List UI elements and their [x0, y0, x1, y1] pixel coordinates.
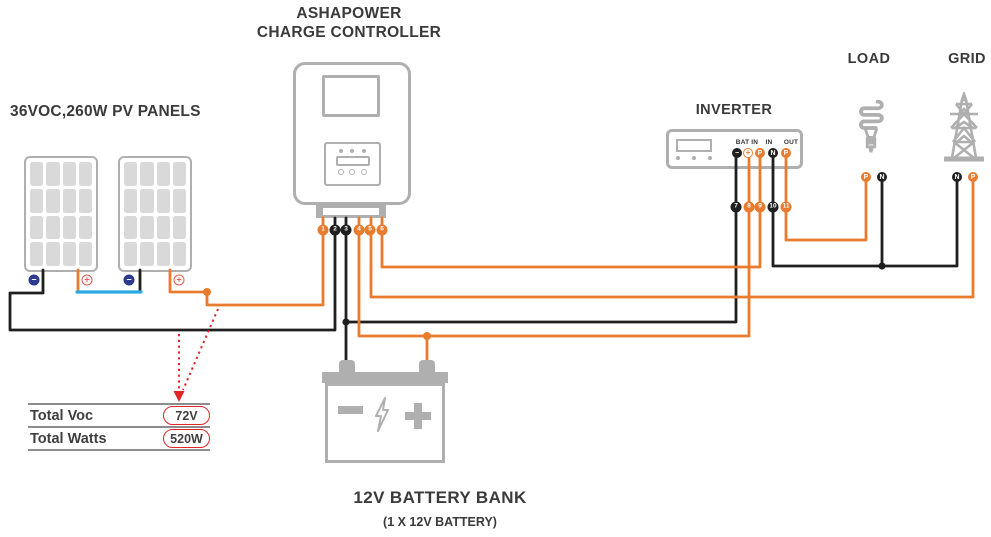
table-row: Total Watts 520W — [28, 426, 210, 449]
battery-minus-icon — [338, 406, 363, 414]
annotation-arrowhead-icon — [173, 391, 185, 402]
grid-terminal-p: P — [968, 172, 978, 182]
battery-subtitle: (1 X 12V BATTERY) — [383, 515, 497, 529]
controller-terminal-1: 1 — [317, 224, 329, 236]
battery-icon — [325, 383, 445, 463]
wire-terminal5-to-grid-p — [369, 179, 975, 299]
summary-table: Total Voc 72V Total Watts 520W — [28, 403, 210, 451]
wire-badge-10: 10 — [767, 201, 779, 213]
load-terminal-n: N — [877, 172, 887, 182]
controller-terminal-5: 5 — [364, 224, 376, 236]
grid-terminal-n: N — [952, 172, 962, 182]
inverter-terminal-bat-plus: + — [743, 148, 753, 158]
grid-title: GRID — [948, 51, 986, 67]
load-terminal-p: P — [861, 172, 871, 182]
inverter-led-dots — [676, 156, 712, 160]
controller-title-line1: ASHAPOWER — [296, 5, 402, 22]
battery-negative-post — [339, 360, 355, 373]
load-title: LOAD — [847, 51, 891, 67]
annotation-dotted-line — [182, 308, 219, 391]
battery-top-bar — [322, 372, 448, 383]
table-row: Total Voc 72V — [28, 403, 210, 426]
total-voc-value: 72V — [163, 406, 210, 425]
inverter-display-icon — [676, 139, 712, 152]
pv-panels-title: 36VOC,260W PV PANELS — [10, 103, 201, 120]
junction-dot — [203, 288, 211, 296]
transmission-tower-icon — [944, 92, 984, 162]
controller-terminal-2: 2 — [329, 224, 341, 236]
charge-controller — [293, 62, 411, 205]
battery-plus-icon — [405, 403, 431, 429]
cfl-bulb-icon — [859, 99, 884, 153]
wire-terminal6-to-inverter-in-p — [380, 150, 762, 269]
wire-badge-8: 8 — [743, 201, 755, 213]
controller-buttons — [326, 166, 379, 175]
junction-dot — [342, 318, 350, 326]
inverter-port-label-in: IN — [765, 139, 773, 146]
controller-terminal-6: 6 — [376, 224, 388, 236]
controller-terminal-3: 3 — [340, 224, 352, 236]
junction-dot — [423, 332, 431, 340]
lightning-bolt-icon — [375, 397, 389, 432]
junction-dot — [878, 262, 886, 270]
solar-panel-1 — [24, 156, 98, 272]
wire-terminal4-to-inverter-positive — [357, 150, 751, 338]
pv1-negative-terminal: − — [28, 274, 40, 286]
inverter-terminal-bat-minus: − — [732, 148, 742, 158]
controller-led-dots — [326, 144, 379, 153]
total-watts-label: Total Watts — [30, 430, 107, 447]
wire-badge-11: 11 — [780, 201, 792, 213]
controller-terminal-base — [316, 205, 386, 218]
controller-title-line2: CHARGE CONTROLLER — [256, 24, 442, 41]
controller-terminal-4: 4 — [353, 224, 365, 236]
total-watts-value: 520W — [163, 429, 210, 448]
battery-positive-post — [419, 360, 435, 373]
pv2-negative-terminal: − — [123, 274, 135, 286]
inverter-port-label-out: OUT — [783, 139, 799, 146]
controller-title: ASHAPOWER CHARGE CONTROLLER — [249, 4, 449, 42]
total-voc-label: Total Voc — [30, 407, 94, 424]
inverter-port-label-bat-in: BAT IN — [735, 139, 759, 146]
solar-panel-cells — [124, 162, 186, 266]
inverter-terminal-in-n: N — [768, 148, 778, 158]
controller-display-slot — [335, 156, 370, 166]
inverter-title: INVERTER — [695, 102, 773, 118]
wire-badge-7: 7 — [730, 201, 742, 213]
battery-title: 12V BATTERY BANK — [353, 488, 527, 507]
solar-panel-2 — [118, 156, 192, 272]
pv2-positive-terminal: + — [173, 274, 185, 286]
wire-badge-9: 9 — [754, 201, 766, 213]
controller-keypad-icon — [324, 142, 381, 186]
wire-pv-positive-to-terminal1 — [168, 216, 325, 307]
controller-screen-icon — [322, 75, 380, 117]
inverter-terminal-in-p: P — [755, 148, 765, 158]
inverter-terminal-out-p: P — [781, 148, 791, 158]
solar-panel-cells — [30, 162, 92, 266]
wire-inverter-n-to-grid-n — [771, 150, 959, 268]
pv1-positive-terminal: + — [81, 274, 93, 286]
